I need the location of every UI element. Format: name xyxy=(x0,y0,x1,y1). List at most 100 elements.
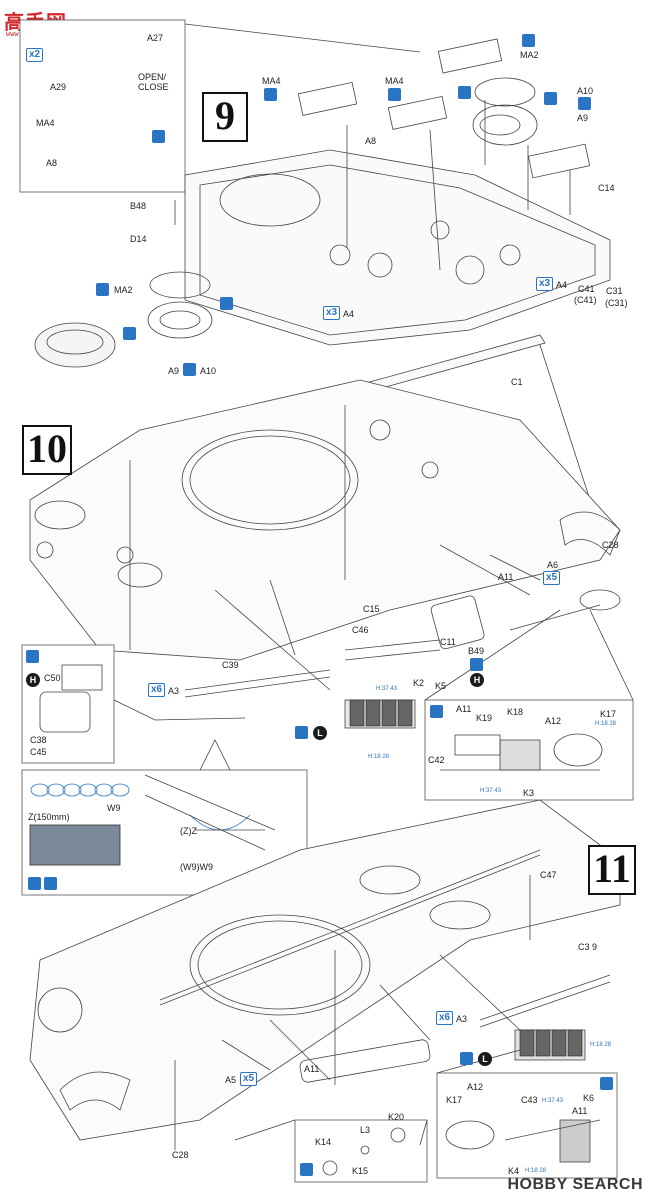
paint-brush-icon xyxy=(28,877,41,890)
cement-icon xyxy=(44,877,57,890)
part-label-k20: K20 xyxy=(388,1112,405,1122)
cement-icon xyxy=(295,726,308,739)
part-label-k2: K2 xyxy=(413,678,425,688)
part-label-c50: C50 xyxy=(44,673,61,683)
quantity-badge-x3-left: x3 xyxy=(323,306,341,320)
quantity-badge-x5: x5 xyxy=(240,1072,258,1086)
part-label-ma4-left: MA4 xyxy=(262,76,281,86)
part-label-k15: K15 xyxy=(352,1166,369,1176)
footer-logo: HOBBY SEARCH xyxy=(507,1176,643,1193)
quantity-badge-x6: x6 xyxy=(436,1011,454,1025)
height-note: H:18 28 xyxy=(368,754,390,760)
part-label-b48: B48 xyxy=(130,201,147,211)
part-label-a11: A11 xyxy=(304,1064,320,1074)
part-label-w9w9: (W9)W9 xyxy=(180,862,213,872)
part-label-ma2-mid: MA2 xyxy=(114,285,133,295)
part-label-a6: A6 xyxy=(547,560,559,570)
part-label-c42: C42 xyxy=(428,755,445,765)
step-number-9: 9 xyxy=(202,92,248,142)
part-label-c41: C41 xyxy=(578,284,595,294)
paint-drop-icon xyxy=(220,297,233,310)
cement-icon xyxy=(388,88,401,101)
part-label-ma4: MA4 xyxy=(36,118,55,128)
quantity-badge-x3-right: x3 xyxy=(536,277,554,291)
part-label-a27: A27 xyxy=(147,33,164,43)
part-label-c39: C39 xyxy=(222,660,239,670)
paint-drop-icon xyxy=(544,92,557,105)
part-label-l3: L3 xyxy=(360,1125,371,1135)
part-label-a29: A29 xyxy=(50,82,67,92)
color-marker-h: H xyxy=(470,673,484,687)
part-label-a12: A12 xyxy=(467,1082,484,1092)
paint-brush-icon xyxy=(600,1077,613,1090)
part-label-k5: K5 xyxy=(435,681,447,691)
quantity-badge-x6: x6 xyxy=(148,683,166,697)
part-label-a4-left: A4 xyxy=(343,309,355,319)
cement-icon xyxy=(264,88,277,101)
part-label-a5: A5 xyxy=(225,1075,237,1085)
part-label-k6: K6 xyxy=(583,1093,595,1103)
track-length-note: Z(150mm) xyxy=(28,812,70,822)
cement-icon xyxy=(460,1052,473,1065)
part-label-c11: C11 xyxy=(440,637,456,647)
part-label-c28: C28 xyxy=(602,540,619,550)
part-label-c31: C31 xyxy=(606,286,623,296)
height-note: H:37 43 xyxy=(376,686,398,692)
part-label-a11: A11 xyxy=(572,1106,588,1116)
part-label-a9-top: A9 xyxy=(577,113,589,123)
part-label-k18: K18 xyxy=(507,707,524,717)
part-label-c28: C28 xyxy=(172,1150,189,1160)
height-note: H:37 43 xyxy=(542,1098,564,1104)
height-note: H:18 28 xyxy=(525,1168,547,1174)
part-label-a8: A8 xyxy=(365,136,377,146)
part-label-a3: A3 xyxy=(168,686,180,696)
part-label-k3: K3 xyxy=(523,788,535,798)
part-label-a10-top: A10 xyxy=(577,86,594,96)
part-label-c14: C14 xyxy=(598,183,615,193)
part-label-a11: A11 xyxy=(456,704,472,714)
part-label-d14: D14 xyxy=(130,234,147,244)
part-label-c47: C47 xyxy=(540,870,557,880)
part-label-a8: A8 xyxy=(46,158,58,168)
part-label-c31-paren: (C31) xyxy=(605,298,628,308)
color-marker-l: L xyxy=(478,1052,492,1066)
part-label-c43: C43 xyxy=(521,1095,538,1105)
part-label-c1: C1 xyxy=(511,377,523,387)
cement-icon xyxy=(183,363,196,376)
part-label-zz: (Z)Z xyxy=(180,826,197,836)
quantity-badge-x5: x5 xyxy=(543,571,561,585)
height-note: H:18 28 xyxy=(595,721,617,727)
paint-brush-icon xyxy=(430,705,443,718)
part-label-c15: C15 xyxy=(363,604,380,614)
part-label-b49: B49 xyxy=(468,646,485,656)
part-label-c41-paren: (C41) xyxy=(574,295,597,305)
part-label-k17: K17 xyxy=(600,709,617,719)
cement-icon xyxy=(96,283,109,296)
cement-icon xyxy=(522,34,535,47)
part-label-a3: A3 xyxy=(456,1014,468,1024)
part-label-w9: W9 xyxy=(107,803,121,813)
part-label-k4: K4 xyxy=(508,1166,520,1176)
part-label-c39: C3 9 xyxy=(578,942,598,952)
height-note: H:18 28 xyxy=(590,1042,612,1048)
cement-icon xyxy=(470,658,483,671)
part-label-ma2-top: MA2 xyxy=(520,50,539,60)
part-label-ma4-right: MA4 xyxy=(385,76,404,86)
part-label-a4-right: A4 xyxy=(556,280,568,290)
cement-icon xyxy=(578,97,591,110)
part-label-a12: A12 xyxy=(545,716,562,726)
paint-brush-icon xyxy=(26,650,39,663)
part-label-c45: C45 xyxy=(30,747,47,757)
height-note: H:37 43 xyxy=(480,788,502,794)
paint-brush-icon xyxy=(300,1163,313,1176)
quantity-badge-x2: x2 xyxy=(26,48,44,62)
step-number-11: 11 xyxy=(588,845,636,895)
part-label-c38: C38 xyxy=(30,735,47,745)
open-close-note: OPEN/ CLOSE xyxy=(138,72,169,92)
part-label-k19: K19 xyxy=(476,713,493,723)
cement-icon xyxy=(123,327,136,340)
part-label-k17: K17 xyxy=(446,1095,463,1105)
part-label-c46: C46 xyxy=(352,625,369,635)
